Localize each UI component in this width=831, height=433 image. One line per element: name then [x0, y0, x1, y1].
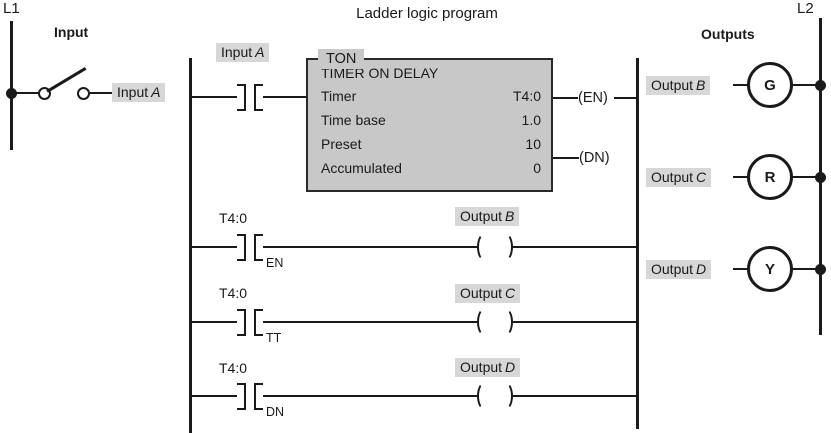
timer-row-label: Preset — [321, 136, 362, 152]
timer-row: Time base 1.0 — [321, 108, 541, 132]
rung1-wire — [190, 95, 237, 99]
outputs-heading: Outputs — [701, 26, 755, 42]
l1-label: L1 — [3, 0, 20, 17]
timer-row: Preset 10 — [321, 132, 541, 156]
rung4-wire — [263, 394, 478, 398]
ladder-right-rail — [635, 58, 639, 429]
label-text: Input — [117, 84, 149, 100]
lamp-letter: Y — [764, 260, 775, 278]
switch-wire-left — [13, 91, 38, 95]
label-text: Output — [651, 77, 694, 93]
rung3-contact-sub: TT — [266, 331, 282, 345]
lamp-wire — [733, 267, 748, 271]
timer-row-value: T4:0 — [512, 88, 541, 104]
rung4-contact-label: T4:0 — [219, 360, 248, 376]
lamp-letter: G — [764, 76, 776, 94]
dn-wire — [553, 156, 579, 159]
rung2-wire — [190, 245, 237, 249]
rung4-wire — [190, 394, 237, 398]
timer-row: Accumulated 0 — [321, 156, 541, 180]
switch-wire-right — [89, 91, 113, 95]
rung2-contact-sub: EN — [266, 256, 284, 270]
label-var: C — [696, 169, 707, 185]
junction-dot — [6, 88, 17, 99]
timer-row-value: 0 — [533, 160, 541, 176]
no-contact-icon — [254, 383, 263, 410]
label-text: Output — [651, 169, 694, 185]
timer-row-label: Time base — [321, 112, 386, 128]
rung3-wire — [190, 320, 237, 324]
switch-terminal-icon — [76, 86, 90, 100]
timer-title: TIMER ON DELAY — [321, 65, 439, 81]
en-wire — [553, 96, 578, 99]
lamp-wire — [792, 175, 821, 179]
timer-row-label: Timer — [321, 88, 357, 104]
rung3-wire — [511, 320, 637, 324]
no-contact-icon — [237, 309, 246, 336]
label-var: D — [505, 359, 516, 375]
timer-row-value: 10 — [525, 136, 541, 152]
junction-dot — [815, 263, 826, 275]
rung4-wire — [511, 394, 637, 398]
label-var: B — [696, 77, 706, 93]
pilot-lamp-yellow: Y — [747, 246, 793, 292]
coil-icon — [477, 382, 492, 410]
rung1-wire — [263, 95, 308, 99]
lamp-wire — [792, 267, 821, 271]
diagram-title: Ladder logic program — [356, 5, 498, 22]
pilot-lamp-green: G — [747, 62, 793, 108]
lamp-wire — [733, 175, 748, 179]
pilot-lamp-red: R — [747, 154, 793, 200]
label-var: A — [255, 44, 265, 60]
rung3-wire — [263, 320, 478, 324]
label-var: D — [696, 261, 707, 277]
junction-dot — [815, 171, 826, 183]
label-text: Output — [460, 359, 503, 375]
rung4-contact-sub: DN — [266, 405, 285, 419]
ladder-left-rail — [188, 58, 192, 433]
timer-row: Timer T4:0 — [321, 84, 541, 108]
l2-label: L2 — [797, 0, 814, 17]
no-contact-icon — [237, 84, 246, 111]
rung2-contact-label: T4:0 — [219, 210, 248, 226]
en-wire — [614, 96, 637, 99]
timer-type-tag: TON — [318, 49, 365, 69]
label-var: C — [505, 285, 516, 301]
junction-dot — [815, 79, 826, 91]
label-text: Output — [460, 208, 503, 224]
no-contact-icon — [254, 309, 263, 336]
rung2-wire — [263, 245, 478, 249]
timer-row-value: 1.0 — [521, 112, 541, 128]
lamp-wire — [733, 83, 748, 87]
dn-output-tag: (DN) — [579, 150, 610, 166]
coil-icon — [477, 233, 492, 261]
label-text: Input — [221, 44, 253, 60]
en-output-tag: (EN) — [578, 90, 608, 106]
no-contact-icon — [254, 234, 263, 261]
label-var: B — [505, 208, 515, 224]
input-heading: Input — [54, 24, 89, 40]
rung2-wire — [511, 245, 637, 249]
no-contact-icon — [237, 234, 246, 261]
label-var: A — [151, 84, 161, 100]
label-text: Output — [651, 261, 694, 277]
label-text: Output — [460, 285, 503, 301]
no-contact-icon — [237, 383, 246, 410]
no-contact-icon — [254, 84, 263, 111]
lamp-wire — [792, 83, 821, 87]
lamp-letter: R — [764, 168, 776, 186]
l1-rail — [10, 21, 13, 150]
coil-icon — [477, 308, 492, 336]
timer-block: TON TIMER ON DELAY Timer T4:0 Time base 1.… — [306, 49, 553, 192]
rung3-contact-label: T4:0 — [219, 285, 248, 301]
timer-row-label: Accumulated — [321, 160, 402, 176]
